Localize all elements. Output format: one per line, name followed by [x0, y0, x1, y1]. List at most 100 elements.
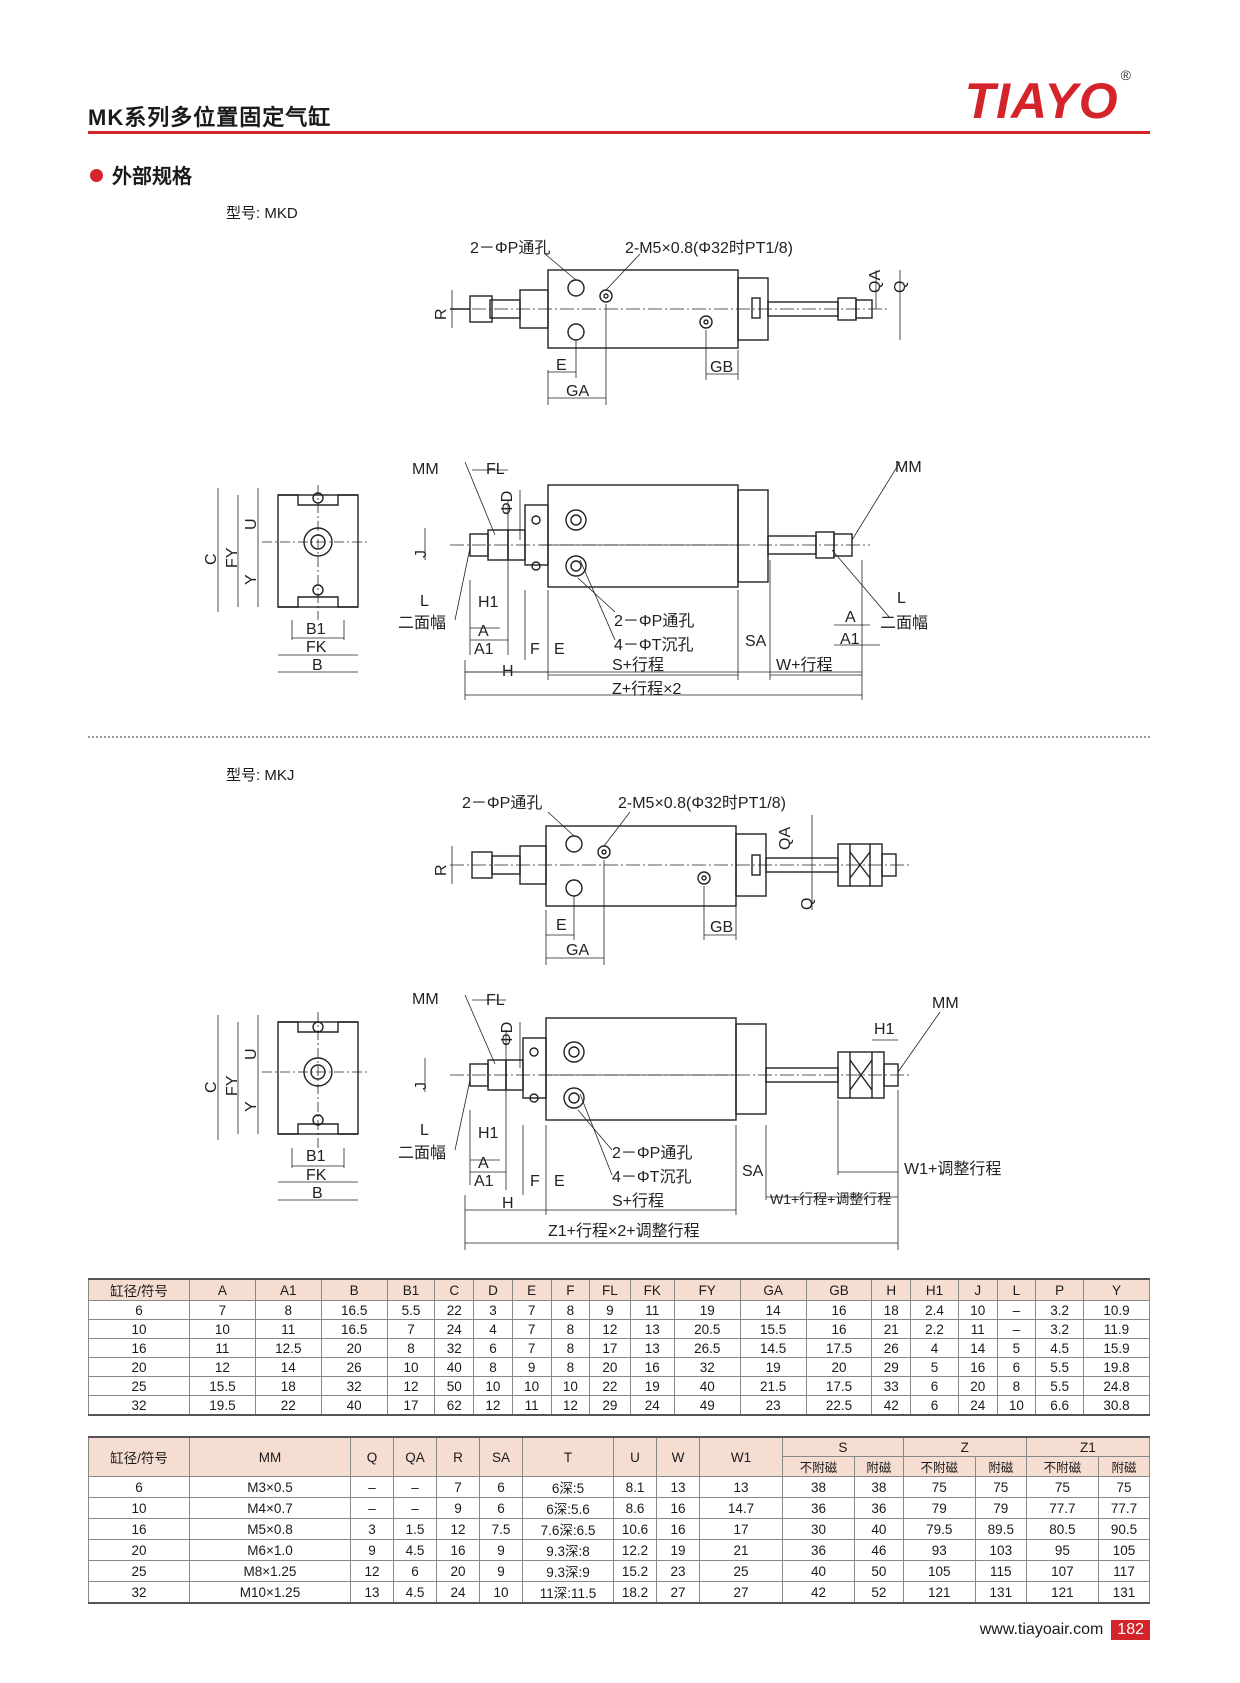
table-cell: 4 — [910, 1338, 959, 1358]
table-cell: 121 — [1025, 1581, 1099, 1604]
table-cell: 17 — [699, 1518, 783, 1540]
website-link[interactable]: www.tiayoair.com — [979, 1621, 1104, 1638]
table-cell: 6 — [910, 1395, 959, 1416]
page-header: MK系列多位置固定气缸 TIAYO® — [88, 67, 1150, 132]
table-cell: 30.8 — [1083, 1395, 1150, 1416]
mkd-dim-w-stroke: W+行程 — [776, 656, 832, 674]
table-cell: 27 — [656, 1581, 700, 1604]
table-cell: 18 — [871, 1300, 912, 1320]
table-cell: 7 — [386, 1319, 436, 1339]
table-cell: 121 — [902, 1581, 976, 1604]
table-cell: 20 — [88, 1539, 190, 1561]
table-cell: 27 — [699, 1581, 783, 1604]
table-cell: 79.5 — [902, 1518, 976, 1540]
table-cell: 8 — [386, 1338, 436, 1358]
table-cell: 19.5 — [189, 1395, 256, 1416]
table-cell: 3.2 — [1035, 1300, 1085, 1320]
table-cell: 8 — [550, 1300, 591, 1320]
table-cell: 12 — [550, 1395, 591, 1416]
mkd-side-counterbore: 4－ΦT沉孔 — [614, 636, 693, 654]
table-cell: 16 — [629, 1357, 675, 1377]
table-cell: 10 — [473, 1376, 513, 1396]
table1-header-cell: Y — [1083, 1278, 1150, 1301]
table-cell: 4.5 — [393, 1539, 437, 1561]
table-cell: 7 — [436, 1476, 480, 1498]
table-cell: 7 — [511, 1338, 552, 1358]
table-cell: 29 — [589, 1395, 631, 1416]
mkj-end-c: C — [203, 1081, 220, 1093]
table1-header-cell: FY — [673, 1278, 741, 1301]
mkd-dim-width-right: 二面幅 — [880, 614, 928, 632]
mkd-dim-z-stroke: Z+行程×2 — [612, 680, 681, 698]
table2-header-cell: U — [613, 1436, 657, 1477]
table1-header-cell: C — [434, 1278, 475, 1301]
table-cell: 13 — [629, 1319, 675, 1339]
table-cell: 11深:11.5 — [522, 1581, 614, 1604]
table-cell: 12.2 — [613, 1539, 657, 1561]
table2-subheader-cell: 附磁 — [974, 1456, 1027, 1477]
table-cell: 10 — [550, 1376, 591, 1396]
mkj-top-view — [450, 811, 910, 965]
table-cell: 6 — [996, 1357, 1037, 1377]
mkj-dim-a1: A1 — [474, 1173, 494, 1190]
table-cell: 7.6深:6.5 — [522, 1518, 614, 1540]
table1-header-cell: GA — [739, 1278, 807, 1301]
table-cell: 21.5 — [739, 1376, 807, 1396]
mkd-end-fk: FK — [306, 639, 327, 656]
mkd-dim-e-side: E — [554, 641, 565, 658]
table1-header-cell: D — [473, 1278, 513, 1301]
table-cell: 40 — [781, 1560, 856, 1582]
table2-header-cell: Q — [350, 1436, 394, 1477]
table-cell: 14 — [739, 1300, 807, 1320]
table-cell: 80.5 — [1025, 1518, 1099, 1540]
table-cell: 22.5 — [805, 1395, 873, 1416]
mkd-dim-width-left: 二面幅 — [398, 614, 446, 632]
table-cell: 13 — [350, 1581, 394, 1604]
table-cell: 3 — [473, 1300, 513, 1320]
table-cell: 40 — [434, 1357, 475, 1377]
table-cell: 14.5 — [739, 1338, 807, 1358]
table-cell: 8 — [550, 1338, 591, 1358]
table-cell: – — [393, 1497, 437, 1519]
table1-header-cell: L — [996, 1278, 1037, 1301]
model-label-mkj: 型号: MKJ — [226, 767, 295, 784]
mkj-end-y: Y — [243, 1101, 260, 1112]
mkj-dim-s-stroke: S+行程 — [612, 1192, 664, 1210]
table-cell: 105 — [1097, 1539, 1151, 1561]
table-cell: 9 — [350, 1539, 394, 1561]
mkj-dim-r: R — [433, 864, 450, 876]
table-cell: 10 — [996, 1395, 1037, 1416]
table-cell: 16 — [656, 1518, 700, 1540]
mkj-top-holes-label: 2－ΦP通孔 — [462, 794, 542, 812]
table-cell: 24 — [629, 1395, 675, 1416]
mkd-end-y: Y — [243, 574, 260, 585]
table-cell: 4 — [473, 1319, 513, 1339]
mkd-dim-r: R — [433, 308, 450, 320]
mkj-dim-e-side: E — [554, 1173, 565, 1190]
mkj-dim-a: A — [478, 1155, 489, 1172]
table-cell: 7 — [189, 1300, 256, 1320]
table1-header-cell: E — [511, 1278, 552, 1301]
table2-header-cell: S — [782, 1436, 904, 1457]
table1-header-cell: 缸径/符号 — [88, 1278, 190, 1301]
table-cell: 6 — [479, 1476, 523, 1498]
mkd-dim-a-right: A — [845, 609, 856, 626]
table-cell: 2.4 — [910, 1300, 959, 1320]
mkd-dim-mm-left: MM — [412, 461, 439, 478]
mkj-end-fy: FY — [224, 1075, 241, 1096]
table-cell: 9 — [436, 1497, 480, 1519]
table-cell: 23 — [656, 1560, 700, 1582]
mkd-dim-mm-right: MM — [895, 459, 922, 476]
mkd-dim-fl: FL — [486, 461, 505, 478]
mkd-labels: 2－ΦP通孔 2-M5×0.8(Φ32时PT1/8) QA Q R E GA G… — [203, 239, 928, 698]
table-cell: 25 — [88, 1560, 190, 1582]
table-cell: 3 — [350, 1518, 394, 1540]
table2-header-cell: MM — [189, 1436, 351, 1477]
table-cell: 17.5 — [805, 1338, 873, 1358]
table-cell: 13 — [699, 1476, 783, 1498]
table1-header-cell: J — [957, 1278, 998, 1301]
